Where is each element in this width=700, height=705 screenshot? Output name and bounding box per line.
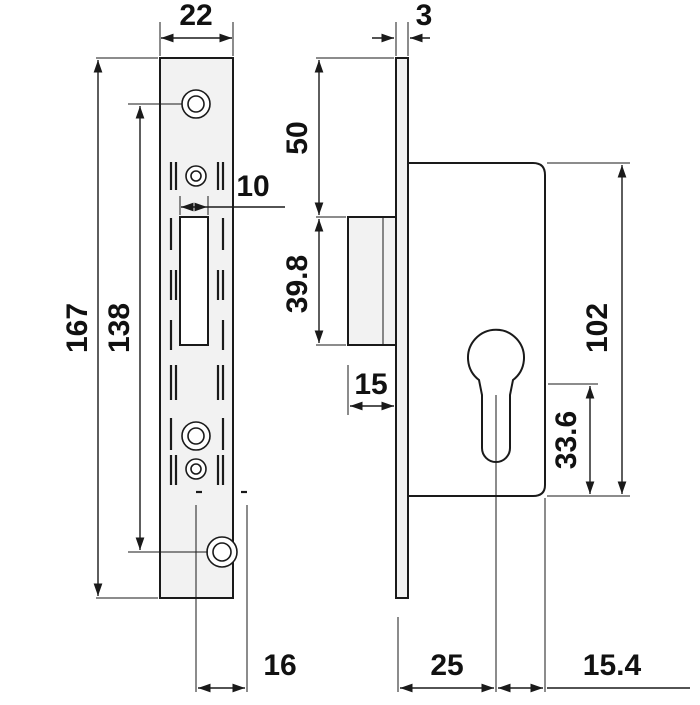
screw-spacing-label: 138 [103,303,136,353]
extension-lines [96,22,630,692]
faceplate-grooves [169,162,247,494]
lock-case [406,162,546,497]
dimension-labels: 22 3 167 138 10 50 39.8 15 102 33.6 16 2… [61,0,642,682]
lower-fixing-hole [185,458,207,480]
fixing-spacing-label: 16 [263,649,296,682]
bolt-projection-label: 15 [354,368,387,401]
deadbolt [347,216,397,346]
bottom-screw-hole [206,536,238,568]
faceplate-length-label: 167 [61,303,94,353]
faceplate-edge [395,57,409,599]
faceplate-front-view [159,57,247,599]
case-height-label: 102 [581,303,614,353]
upper-fixing-hole [185,165,207,187]
fixing-hole-offset-label: 10 [236,170,269,203]
top-screw-hole [181,89,211,119]
lock-body-side-view [347,57,546,599]
latch-offset-label: 50 [281,121,314,154]
backset-label: 25 [430,649,463,682]
cylinder-center-height-label: 33.6 [550,411,583,469]
faceplate-width-label: 22 [179,0,212,32]
lower-screw-hole [181,421,211,451]
faceplate-thickness-label: 3 [416,0,433,32]
dimension-lines [93,33,690,693]
bolt-height-label: 39.8 [281,255,314,313]
bolt-slot [179,216,209,346]
cylinder-to-edge-label: 15.4 [583,649,642,682]
